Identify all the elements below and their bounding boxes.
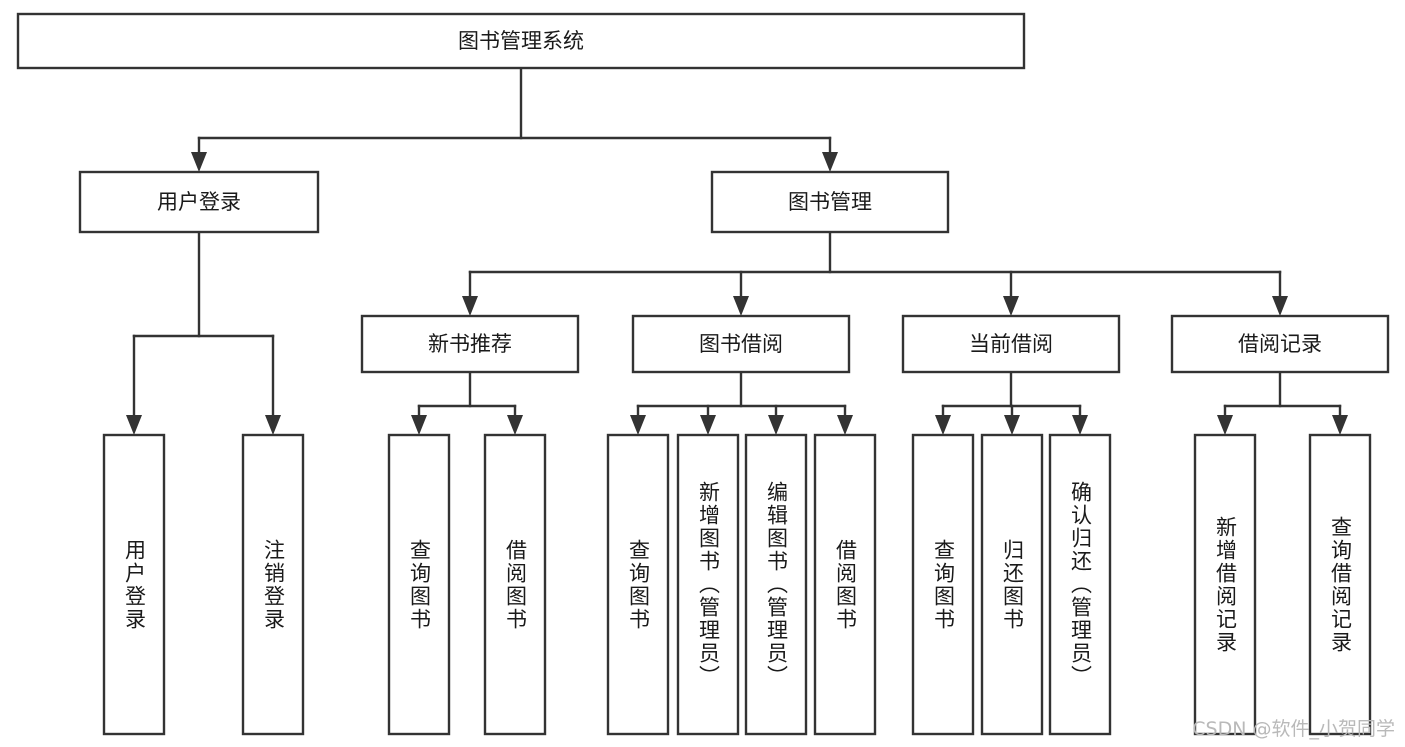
node-box-add-borrow-record[interactable] bbox=[1193, 433, 1257, 736]
node-box-root[interactable] bbox=[16, 12, 1026, 70]
node-label-borrow-record: 借阅记录 bbox=[1238, 332, 1322, 356]
node-box-borrow-record[interactable] bbox=[1170, 314, 1390, 374]
node-box-query-borrow-record[interactable] bbox=[1308, 433, 1372, 736]
connector-layer bbox=[126, 66, 1348, 435]
node-box-query-book-3[interactable] bbox=[911, 433, 975, 736]
node-box-edit-book-admin[interactable] bbox=[744, 433, 808, 736]
node-box-return-book[interactable] bbox=[980, 433, 1044, 736]
node-box-query-book-2[interactable] bbox=[606, 433, 670, 736]
node-label-book-manage: 图书管理 bbox=[788, 190, 872, 214]
node-label-root: 图书管理系统 bbox=[458, 29, 584, 53]
node-label-new-book-recommend: 新书推荐 bbox=[428, 332, 512, 356]
box-layer bbox=[16, 12, 1390, 736]
node-box-book-manage[interactable] bbox=[710, 170, 950, 234]
node-box-borrow-book-2[interactable] bbox=[813, 433, 877, 736]
node-label-current-borrow: 当前借阅 bbox=[969, 332, 1053, 356]
node-box-confirm-return-admin[interactable] bbox=[1048, 433, 1112, 736]
node-label-user-login: 用户登录 bbox=[157, 190, 241, 214]
node-box-user-login[interactable] bbox=[78, 170, 320, 234]
node-box-new-book-recommend[interactable] bbox=[360, 314, 580, 374]
node-box-user-login-do[interactable] bbox=[102, 433, 166, 736]
node-box-user-logout[interactable] bbox=[241, 433, 305, 736]
node-label-book-borrow: 图书借阅 bbox=[699, 332, 783, 356]
node-box-current-borrow[interactable] bbox=[901, 314, 1121, 374]
node-box-book-borrow[interactable] bbox=[631, 314, 851, 374]
node-box-borrow-book-1[interactable] bbox=[483, 433, 547, 736]
watermark-text: CSDN @软件_小贺同学 bbox=[1192, 718, 1395, 740]
node-box-add-book-admin[interactable] bbox=[676, 433, 740, 736]
node-box-query-book-1[interactable] bbox=[387, 433, 451, 736]
